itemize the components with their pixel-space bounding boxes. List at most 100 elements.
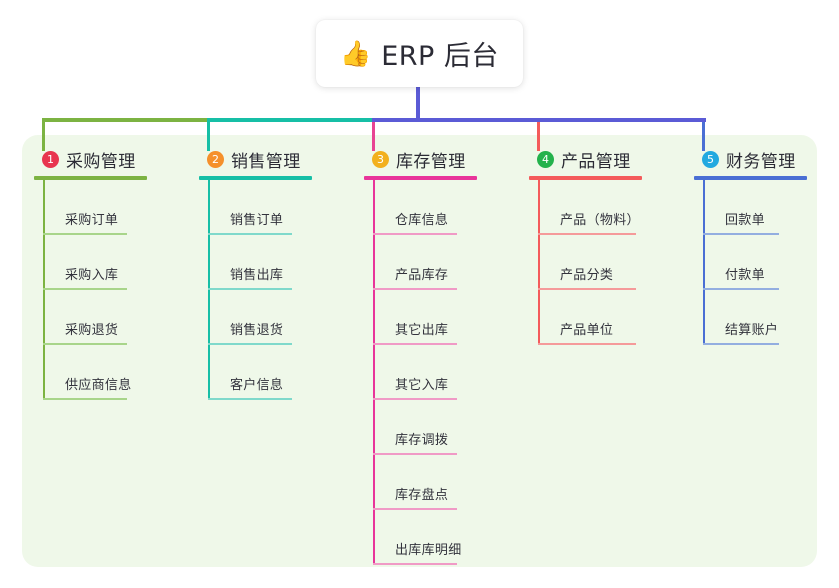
leaf-node[interactable]: 其它出库 bbox=[373, 290, 477, 345]
branch-title: 库存管理 bbox=[396, 151, 466, 172]
leaf-node[interactable]: 库存调拨 bbox=[373, 400, 477, 455]
leaf-node-rule bbox=[373, 398, 457, 400]
leaf-node-label: 其它入库 bbox=[395, 378, 449, 393]
branch-leaf-list: 产品（物料） 产品分类产品单位 bbox=[529, 180, 679, 345]
leaf-node[interactable]: 产品分类 bbox=[538, 235, 656, 290]
leaf-node[interactable]: 供应商信息 bbox=[43, 345, 147, 400]
leaf-node-label: 供应商信息 bbox=[65, 378, 132, 393]
leaf-node[interactable]: 采购入库 bbox=[43, 235, 147, 290]
branch-spine bbox=[703, 180, 705, 345]
leaf-node-label: 销售退货 bbox=[230, 323, 284, 338]
leaf-node-rule bbox=[373, 453, 457, 455]
leaf-node-rule bbox=[43, 288, 127, 290]
branch-title: 采购管理 bbox=[66, 151, 136, 172]
branch-spine bbox=[43, 180, 45, 400]
leaf-node[interactable]: 结算账户 bbox=[703, 290, 799, 345]
leaf-node[interactable]: 付款单 bbox=[703, 235, 799, 290]
branch-number-badge: 2 bbox=[207, 150, 224, 168]
leaf-node-rule bbox=[373, 343, 457, 345]
branches-backdrop-card bbox=[22, 135, 817, 567]
leaf-node-rule bbox=[373, 508, 457, 510]
leaf-node-label: 销售订单 bbox=[230, 213, 284, 228]
leaf-node-label: 回款单 bbox=[725, 213, 765, 228]
leaf-node-label: 采购退货 bbox=[65, 323, 119, 338]
branch-leaf-list: 销售订单销售出库销售退货客户信息 bbox=[199, 180, 349, 400]
root-node-title: ERP 后台 bbox=[381, 41, 499, 72]
branch-number-badge: 4 bbox=[537, 150, 554, 168]
leaf-node-label: 采购入库 bbox=[65, 268, 119, 283]
branch-spine bbox=[373, 180, 375, 565]
branch-header-1[interactable]: 1 采购管理 bbox=[34, 147, 184, 172]
leaf-node-rule bbox=[43, 233, 127, 235]
bus-segment-3 bbox=[372, 118, 706, 122]
branch-header-rule bbox=[529, 176, 642, 180]
branch-header-rule bbox=[34, 176, 147, 180]
branch-leaf-list: 仓库信息产品库存其它出库其它入库库存调拨库存盘点出库库明细 bbox=[364, 180, 514, 565]
leaf-node[interactable]: 产品库存 bbox=[373, 235, 477, 290]
leaf-node-rule bbox=[538, 288, 636, 290]
leaf-node-label: 产品分类 bbox=[560, 268, 614, 283]
leaf-node[interactable]: 采购退货 bbox=[43, 290, 147, 345]
leaf-node-rule bbox=[373, 288, 457, 290]
leaf-node-rule bbox=[208, 233, 292, 235]
leaf-node[interactable]: 仓库信息 bbox=[373, 180, 477, 235]
leaf-node[interactable]: 产品单位 bbox=[538, 290, 656, 345]
leaf-node-rule bbox=[538, 233, 636, 235]
leaf-node[interactable]: 其它入库 bbox=[373, 345, 477, 400]
leaf-node-rule bbox=[703, 343, 779, 345]
leaf-node-rule bbox=[43, 398, 127, 400]
leaf-node[interactable]: 客户信息 bbox=[208, 345, 312, 400]
branch-header-rule bbox=[364, 176, 477, 180]
branch-header-3[interactable]: 3 库存管理 bbox=[364, 147, 514, 172]
branch-spine bbox=[208, 180, 210, 400]
leaf-node-label: 产品库存 bbox=[395, 268, 449, 283]
branch-header-rule bbox=[199, 176, 312, 180]
leaf-node[interactable]: 回款单 bbox=[703, 180, 799, 235]
leaf-node[interactable]: 采购订单 bbox=[43, 180, 147, 235]
thumbs-up-icon: 👍 bbox=[340, 39, 372, 68]
branch-column-2: 2 销售管理销售订单销售出库销售退货客户信息 bbox=[199, 147, 349, 400]
root-node-content: 👍 ERP 后台 bbox=[340, 34, 499, 73]
leaf-node-rule bbox=[208, 288, 292, 290]
leaf-node-label: 付款单 bbox=[725, 268, 765, 283]
branch-title: 销售管理 bbox=[231, 151, 301, 172]
leaf-node-rule bbox=[43, 343, 127, 345]
branch-header-2[interactable]: 2 销售管理 bbox=[199, 147, 349, 172]
branch-column-1: 1 采购管理采购订单采购入库采购退货供应商信息 bbox=[34, 147, 184, 400]
leaf-node-label: 库存盘点 bbox=[395, 488, 449, 503]
leaf-node[interactable]: 销售订单 bbox=[208, 180, 312, 235]
branch-spine bbox=[538, 180, 540, 345]
bus-segment-1 bbox=[42, 118, 209, 122]
leaf-node-label: 客户信息 bbox=[230, 378, 284, 393]
leaf-node-label: 产品单位 bbox=[560, 323, 614, 338]
branch-column-4: 4 产品管理产品（物料） 产品分类产品单位 bbox=[529, 147, 679, 345]
branch-title: 产品管理 bbox=[561, 151, 631, 172]
leaf-node-rule bbox=[703, 288, 779, 290]
leaf-node-label: 仓库信息 bbox=[395, 213, 449, 228]
branch-leaf-list: 回款单付款单结算账户 bbox=[694, 180, 839, 345]
leaf-node-label: 其它出库 bbox=[395, 323, 449, 338]
leaf-node[interactable]: 出库库明细 bbox=[373, 510, 477, 565]
leaf-node-rule bbox=[208, 343, 292, 345]
branch-header-4[interactable]: 4 产品管理 bbox=[529, 147, 679, 172]
leaf-node-rule bbox=[703, 233, 779, 235]
branch-number-badge: 1 bbox=[42, 150, 59, 168]
leaf-node-rule bbox=[373, 563, 457, 565]
leaf-node-label: 库存调拨 bbox=[395, 433, 449, 448]
root-node[interactable]: 👍 ERP 后台 bbox=[316, 20, 523, 87]
leaf-node[interactable]: 库存盘点 bbox=[373, 455, 477, 510]
leaf-node-label: 结算账户 bbox=[725, 323, 779, 338]
bus-segment-2 bbox=[207, 118, 374, 122]
leaf-node-rule bbox=[208, 398, 292, 400]
leaf-node[interactable]: 销售退货 bbox=[208, 290, 312, 345]
leaf-node-label: 产品（物料） bbox=[560, 213, 640, 228]
leaf-node[interactable]: 销售出库 bbox=[208, 235, 312, 290]
leaf-node[interactable]: 产品（物料） bbox=[538, 180, 656, 235]
leaf-node-rule bbox=[538, 343, 636, 345]
branch-number-badge: 3 bbox=[372, 150, 389, 168]
root-stem-line bbox=[416, 87, 420, 122]
branch-title: 财务管理 bbox=[726, 151, 796, 172]
